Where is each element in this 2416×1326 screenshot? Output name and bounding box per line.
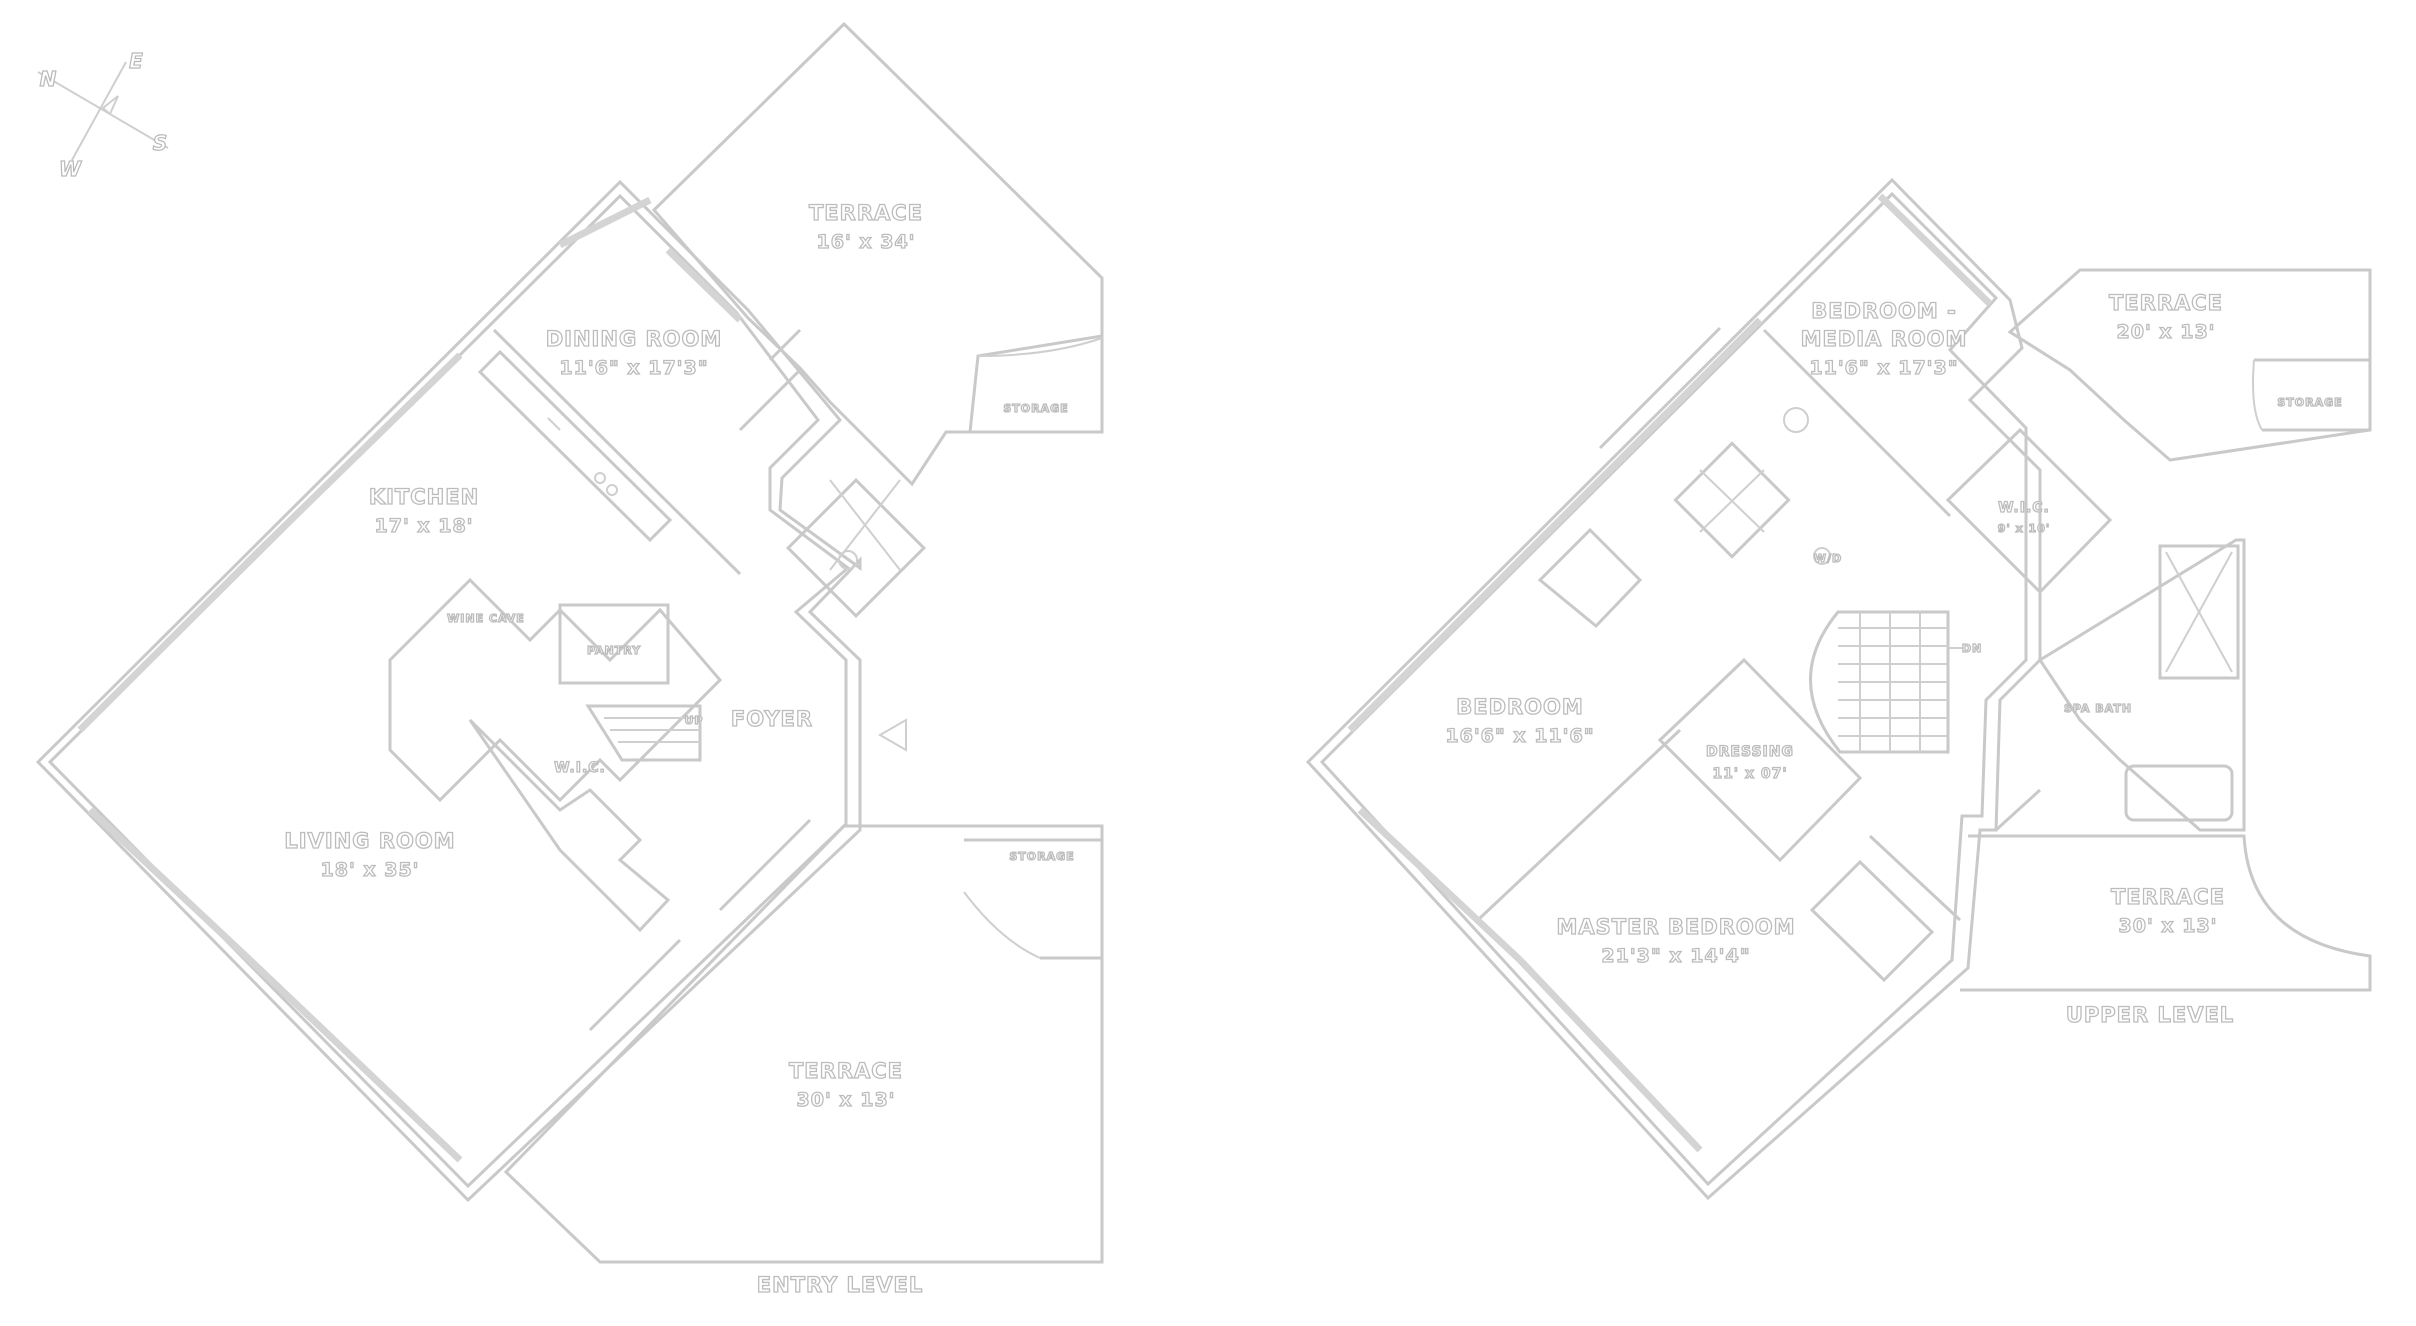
upper-terrace-bottom-outline: [1960, 834, 2372, 992]
upper-terrace-bottom-dims: 30' x 13': [2119, 915, 2218, 937]
entry-living-room-name: LIVING ROOM: [284, 829, 455, 853]
entry-terrace-bottom-dims: 30' x 13': [797, 1089, 896, 1111]
entry-kitchen-dims: 17' x 18': [375, 515, 474, 537]
entry-kitchen-name: KITCHEN: [369, 485, 479, 509]
compass-s: S: [153, 131, 167, 155]
entry-level-plan: TERRACE 16' x 34' DINING ROOM 11'6" x 17…: [35, 21, 1104, 1298]
entry-level-label: ENTRY LEVEL: [757, 1273, 924, 1297]
entry-up: UP: [685, 714, 704, 727]
upper-terrace-bottom-name: TERRACE: [2111, 885, 2225, 909]
upper-storage: STORAGE: [2277, 396, 2342, 409]
compass-w: W: [59, 157, 82, 181]
upper-bedroom-name: BEDROOM: [1456, 695, 1584, 719]
upper-dressing-name: DRESSING: [1706, 744, 1794, 760]
entry-foyer: FOYER: [731, 707, 813, 731]
upper-outline: [1305, 177, 2042, 1201]
entry-storage-bottom: STORAGE: [1009, 850, 1074, 863]
entry-terrace-top-name: TERRACE: [809, 201, 923, 225]
entry-wine-cave: WINE CAVE: [447, 612, 525, 625]
upper-bedroom-media-dims: 11'6" x 17'3": [1809, 357, 1958, 379]
entry-terrace-top-dims: 16' x 34': [817, 231, 916, 253]
upper-bedroom-media-name-line2: MEDIA ROOM: [1801, 327, 1968, 351]
upper-dn: DN: [1962, 642, 1982, 655]
upper-wic-name: W.I.C.: [1998, 500, 2050, 516]
upper-bedroom-dims: 16'6" x 11'6": [1445, 725, 1594, 747]
compass-n: N: [40, 67, 57, 91]
entry-dining-room-dims: 11'6" x 17'3": [559, 357, 708, 379]
upper-level-plan: BEDROOM - MEDIA ROOM 11'6" x 17'3" TERRA…: [1305, 177, 2372, 1201]
compass-e: E: [129, 49, 143, 73]
upper-wd: W/D: [1814, 552, 1842, 565]
entry-outline: [35, 179, 862, 1203]
upper-terrace-top-dims: 20' x 13': [2117, 321, 2216, 343]
entry-wic: W.I.C.: [554, 760, 606, 776]
compass-rose: N E S W: [37, 48, 169, 182]
upper-master-bedroom-name: MASTER BEDROOM: [1557, 915, 1796, 939]
entry-living-room-dims: 18' x 35': [321, 859, 420, 881]
entry-terrace-top-outline: [651, 21, 1104, 487]
upper-dressing-dims: 11' x 07': [1712, 766, 1787, 782]
upper-level-label: UPPER LEVEL: [2066, 1003, 2234, 1027]
entry-dining-room-name: DINING ROOM: [546, 327, 723, 351]
entry-pantry: PANTRY: [587, 644, 641, 657]
upper-master-bedroom-dims: 21'3" x 14'4": [1601, 945, 1750, 967]
upper-terrace-top-name: TERRACE: [2109, 291, 2223, 315]
entry-terrace-bottom-outline: [503, 824, 1104, 1264]
entry-storage-top: STORAGE: [1003, 402, 1068, 415]
entry-terrace-bottom-name: TERRACE: [789, 1059, 903, 1083]
upper-terrace-top-outline: [2007, 268, 2372, 462]
upper-spa-bath: SPA BATH: [2064, 702, 2132, 715]
upper-wic-dims: 9' x 10': [1998, 522, 2050, 535]
upper-bedroom-media-name-line1: BEDROOM -: [1811, 299, 1957, 323]
